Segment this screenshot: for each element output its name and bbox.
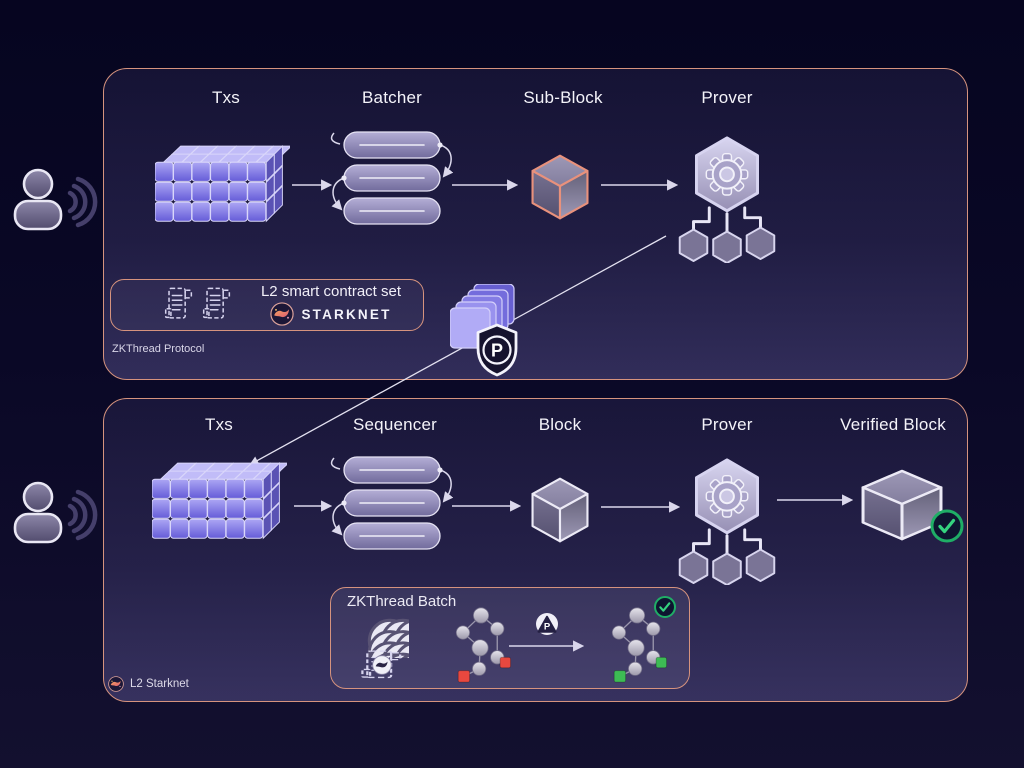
bottom-col-label-verified-block: Verified Block	[840, 415, 946, 434]
batch-box-title: ZKThread Batch	[347, 593, 457, 610]
contract-scroll-icons	[123, 286, 235, 324]
txs-cube-stack-icon-bottom	[152, 461, 287, 547]
zkthread-batch-box: ZKThread Batch	[330, 587, 690, 689]
user-broadcast-icon-bottom	[12, 479, 98, 547]
top-col-label-txs: Txs	[212, 88, 240, 107]
top-col-label-prover: Prover	[701, 88, 753, 107]
bottom-panel-tag: L2 Starknet	[108, 676, 189, 692]
user-broadcast-icon-top	[12, 166, 98, 234]
top-col-label-batcher: Batcher	[362, 88, 422, 107]
prover-gear-icon-bottom	[667, 455, 787, 585]
sequencer-pills-icon	[330, 455, 454, 555]
bottom-col-label-prover: Prover	[701, 415, 753, 434]
merkle-tree-valid-icon	[599, 604, 677, 684]
proof-triangle-badge-icon	[535, 612, 559, 636]
verified-check-icon	[929, 508, 965, 544]
batcher-pills-icon	[330, 130, 454, 230]
bottom-col-label-txs: Txs	[205, 415, 233, 434]
bottom-col-label-sequencer: Sequencer	[352, 415, 438, 434]
shield-letter: P	[491, 341, 503, 361]
merkle-tree-invalid-icon	[443, 604, 521, 684]
bottom-col-label-block: Block	[538, 415, 582, 434]
batch-starknet-mark-icon	[372, 655, 392, 675]
top-panel-tag: ZKThread Protocol	[112, 343, 205, 355]
starknet-logo-icon	[270, 302, 294, 326]
sub-block-cube-icon	[529, 153, 591, 221]
txs-cube-stack-icon-top	[155, 144, 290, 230]
block-cube-icon	[529, 476, 591, 544]
bottom-panel-tag-label: L2 Starknet	[130, 678, 189, 690]
l2-smart-contract-set-box: L2 smart contract set STARKNET	[110, 279, 424, 331]
starknet-logo-icon-small	[108, 676, 124, 692]
contract-box-title: L2 smart contract set	[260, 283, 402, 300]
starknet-brand-name: STARKNET	[301, 306, 392, 322]
proof-shield-icon: P	[476, 323, 518, 377]
top-col-label-subblock: Sub-Block	[523, 88, 603, 107]
prover-gear-icon-top	[667, 133, 787, 263]
